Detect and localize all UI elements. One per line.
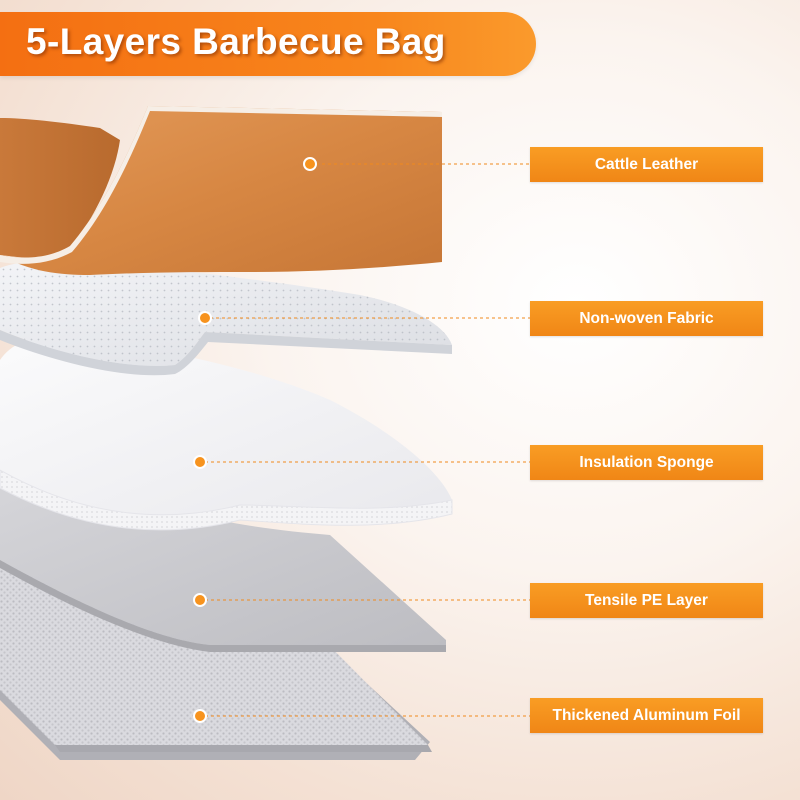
callout-lines	[205, 163, 530, 717]
label-non-woven-fabric: Non-woven Fabric	[530, 301, 763, 336]
label-thickened-aluminum-foil: Thickened Aluminum Foil	[530, 698, 763, 733]
title-banner: 5-Layers Barbecue Bag	[0, 12, 536, 76]
page-title: 5-Layers Barbecue Bag	[26, 21, 446, 62]
label-cattle-leather: Cattle Leather	[530, 147, 763, 182]
label-insulation-sponge: Insulation Sponge	[530, 445, 763, 480]
insulation-sponge-layer	[0, 335, 453, 531]
cattle-leather-layer	[0, 106, 442, 275]
non-woven-fabric-layer	[0, 260, 452, 376]
callout-dots	[193, 157, 317, 723]
label-tensile-pe-layer: Tensile PE Layer	[530, 583, 763, 618]
